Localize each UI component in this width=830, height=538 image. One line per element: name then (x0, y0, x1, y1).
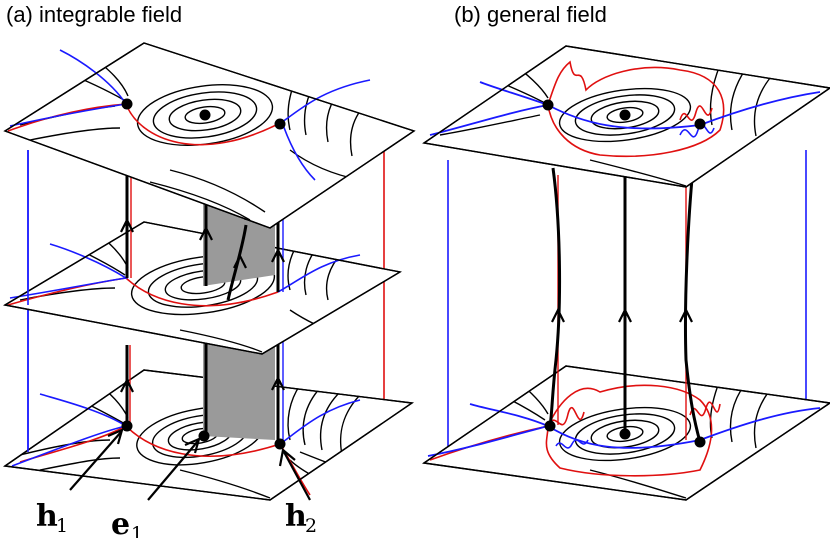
panel-a-title: (a) integrable field (6, 2, 182, 27)
label-h1: h 1 (36, 499, 68, 537)
svg-text:1: 1 (131, 523, 143, 538)
svg-text:1: 1 (56, 515, 68, 537)
label-h2: h 2 (285, 499, 317, 537)
svg-text:e: e (111, 507, 130, 538)
plane-middle (3, 221, 402, 355)
svg-text:h: h (36, 499, 58, 534)
panel-b-title: (b) general field (454, 2, 607, 27)
arrowheads-b (551, 307, 693, 323)
fieldline-left-b (548, 167, 562, 427)
svg-text:h: h (285, 499, 307, 534)
x-point-bottom-right-b (694, 436, 706, 448)
x-point-bottom-left-b (544, 420, 556, 432)
arrowheads-a (120, 217, 285, 393)
x-point-top-right-b (694, 118, 706, 130)
separatrix-blue-middle (9, 243, 129, 299)
label-e1: e 1 (111, 507, 143, 538)
panel-a: (a) integrable field (3, 2, 416, 538)
x-point-h2 (274, 438, 286, 450)
o-point-e1 (198, 430, 210, 442)
fieldline-right-b (683, 167, 702, 443)
x-point-h1 (121, 420, 133, 432)
x-point-top-right (274, 118, 286, 130)
x-point-top-left-b (542, 99, 554, 111)
svg-text:2: 2 (305, 515, 317, 537)
o-point-top (199, 109, 211, 121)
label-arrows (69, 428, 311, 501)
panel-b: (b) general field (422, 2, 830, 501)
x-point-top-left (121, 98, 133, 110)
perturbed-separatrix-red-top (547, 60, 725, 158)
o-point-bottom-b (619, 428, 631, 440)
o-point-top-b (619, 109, 631, 121)
plane-top (3, 42, 416, 229)
